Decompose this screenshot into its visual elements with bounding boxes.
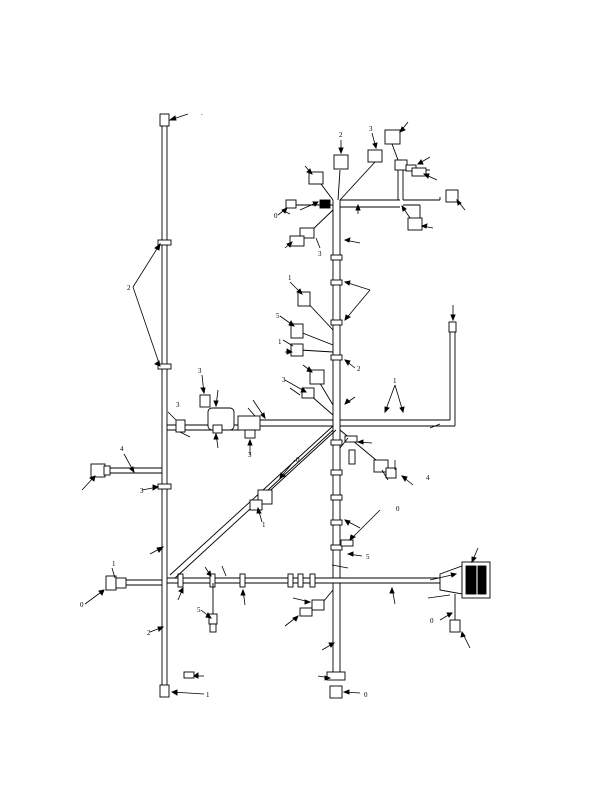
hub-branches — [169, 321, 457, 579]
bottom-left-end-connector — [159, 684, 170, 698]
callout-bottom-left-end: 1 — [206, 691, 210, 699]
mid-right-connector — [407, 217, 423, 231]
callout-lower-5: 5 — [366, 553, 370, 561]
central-vertical-trunk — [326, 200, 346, 699]
left-side-branch — [90, 463, 162, 478]
callout-mid-3c: 3 — [248, 451, 252, 459]
far-left-connector — [105, 575, 117, 591]
left-lower-branch — [105, 575, 162, 591]
callout-mid-2: 2 — [357, 365, 361, 373]
right-branch-connector — [373, 459, 389, 473]
bottom-small-connector — [183, 671, 195, 679]
callout-right-end-0: 0 — [430, 617, 434, 625]
callout-lower-0: 0 — [396, 505, 400, 513]
drop-branch-a — [208, 583, 218, 633]
callout-mid-3a: 3 — [198, 367, 202, 375]
top-left-end-connector — [159, 113, 170, 127]
callout-labels: . 2 4 3 0 1 2 1 3 3 5 3 1 0 2 3 0 3 1 5 … — [80, 109, 434, 699]
middle-fan-branches — [290, 291, 334, 416]
main-connector-boot — [439, 565, 463, 595]
left-upper-branch — [167, 394, 240, 434]
hub-left-connector — [237, 415, 261, 431]
far-right-top-connector — [445, 189, 459, 203]
callout-mid-3b: 3 — [176, 401, 180, 409]
right-upper-end-connector — [448, 321, 457, 333]
callout-bottom-left: 2 — [147, 629, 151, 637]
left-side-connector — [90, 463, 106, 478]
callout-mid-1: 1 — [288, 274, 292, 282]
connector-top-c — [367, 149, 383, 163]
callout-left-branch: 4 — [120, 445, 124, 453]
mid-connector-a — [297, 291, 311, 307]
callout-mid-1b: 1 — [278, 338, 282, 346]
mid-connector-b — [290, 323, 304, 339]
callout-diag-0: 0 — [296, 456, 300, 464]
bottom-center-connector — [329, 685, 343, 699]
callout-trunk-3: 3 — [318, 250, 322, 258]
left-harness-trunk — [157, 113, 172, 698]
lower-right-connector — [449, 619, 461, 633]
callout-clips-left: 2 — [127, 284, 131, 292]
clip-middle — [157, 483, 172, 490]
lower-trunk-connectors — [299, 539, 354, 617]
callout-leaders — [81, 113, 479, 696]
callout-top-left-end: . — [201, 109, 203, 117]
clip-lower — [157, 363, 172, 370]
callout-left-conn: 0 — [80, 601, 84, 609]
top-fan-branches — [285, 149, 383, 247]
bottom-horizontal-harness — [167, 561, 491, 633]
small-connector-a — [175, 419, 186, 433]
callout-left-lower: 1 — [112, 560, 116, 568]
callout-right-1: 1 — [393, 377, 397, 385]
callout-left-node: 3 — [140, 487, 144, 495]
top-right-connector — [384, 129, 401, 145]
mid-connector-c — [290, 343, 304, 357]
clip-upper — [157, 239, 172, 246]
callout-diag-1: 1 — [262, 521, 266, 529]
callout-top-3: 3 — [369, 125, 373, 133]
callout-mid-5: 5 — [197, 606, 201, 614]
callout-top-2: 2 — [339, 131, 343, 139]
connector-top-b — [333, 154, 349, 170]
callout-right-4: 4 — [426, 474, 430, 482]
mid-connector-d — [309, 369, 325, 385]
connector-top-a — [308, 171, 324, 185]
small-connector-b — [199, 394, 211, 408]
callout-mid-5b: 5 — [276, 312, 280, 320]
callout-bottom-0: 0 — [364, 691, 368, 699]
callout-top-0: 0 — [274, 212, 278, 220]
top-harness — [340, 129, 459, 231]
callout-mid-3d: 3 — [282, 376, 286, 384]
